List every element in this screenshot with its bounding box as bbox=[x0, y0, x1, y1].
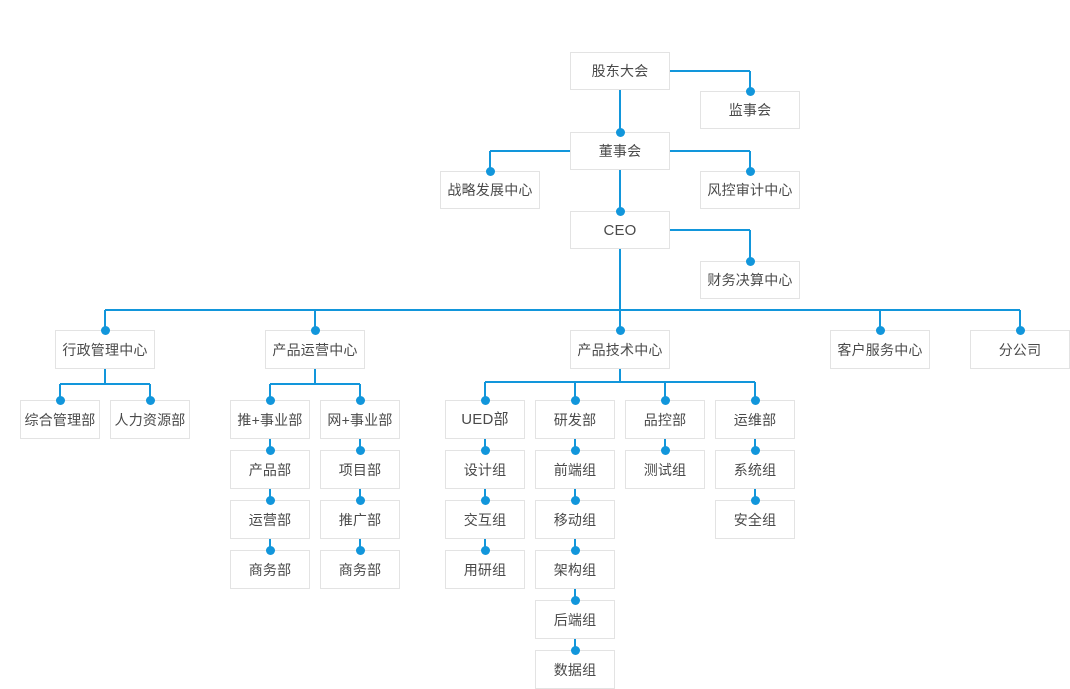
connector-dot bbox=[745, 86, 755, 96]
connector-dot bbox=[310, 325, 320, 335]
connector-dot bbox=[570, 595, 580, 605]
connector-dot bbox=[570, 495, 580, 505]
connector-dot bbox=[145, 395, 155, 405]
connector-dot bbox=[480, 445, 490, 455]
org-node-n37[interactable]: 安全组 bbox=[715, 500, 795, 539]
org-node-n19[interactable]: 网+事业部 bbox=[320, 400, 400, 439]
org-node-n33[interactable]: 品控部 bbox=[625, 400, 705, 439]
connector-dot bbox=[480, 545, 490, 555]
connector-dot bbox=[355, 445, 365, 455]
org-node-n22[interactable]: 商务部 bbox=[320, 550, 400, 589]
connector-dot bbox=[265, 545, 275, 555]
org-node-n36[interactable]: 系统组 bbox=[715, 450, 795, 489]
org-node-n32[interactable]: 数据组 bbox=[535, 650, 615, 689]
org-node-n30[interactable]: 架构组 bbox=[535, 550, 615, 589]
org-node-n16[interactable]: 产品部 bbox=[230, 450, 310, 489]
org-node-n31[interactable]: 后端组 bbox=[535, 600, 615, 639]
org-node-n28[interactable]: 前端组 bbox=[535, 450, 615, 489]
connector-dot bbox=[1015, 325, 1025, 335]
org-node-n25[interactable]: 交互组 bbox=[445, 500, 525, 539]
connector-dot bbox=[660, 395, 670, 405]
connector-dot bbox=[55, 395, 65, 405]
connector-dot bbox=[480, 395, 490, 405]
org-node-n20[interactable]: 项目部 bbox=[320, 450, 400, 489]
connector-dot bbox=[570, 645, 580, 655]
connector-dot bbox=[745, 166, 755, 176]
org-node-n10[interactable]: 产品技术中心 bbox=[570, 330, 670, 369]
org-node-n4[interactable]: 战略发展中心 bbox=[440, 171, 540, 209]
org-node-n12[interactable]: 分公司 bbox=[970, 330, 1070, 369]
connector-dot bbox=[265, 495, 275, 505]
connector-dot bbox=[615, 206, 625, 216]
org-node-n6[interactable]: CEO bbox=[570, 211, 670, 249]
org-node-n24[interactable]: 设计组 bbox=[445, 450, 525, 489]
org-node-n3[interactable]: 董事会 bbox=[570, 132, 670, 170]
org-node-n35[interactable]: 运维部 bbox=[715, 400, 795, 439]
connector-dot bbox=[660, 445, 670, 455]
org-node-n26[interactable]: 用研组 bbox=[445, 550, 525, 589]
connector-dot bbox=[265, 445, 275, 455]
connector-dot bbox=[615, 325, 625, 335]
org-node-n9[interactable]: 产品运营中心 bbox=[265, 330, 365, 369]
org-node-n13[interactable]: 综合管理部 bbox=[20, 400, 100, 439]
connector-dot bbox=[570, 395, 580, 405]
org-node-n15[interactable]: 推+事业部 bbox=[230, 400, 310, 439]
connector-dot bbox=[875, 325, 885, 335]
connector-dot bbox=[570, 445, 580, 455]
connector-dot bbox=[745, 256, 755, 266]
org-node-n34[interactable]: 测试组 bbox=[625, 450, 705, 489]
org-node-n2[interactable]: 监事会 bbox=[700, 91, 800, 129]
org-node-n14[interactable]: 人力资源部 bbox=[110, 400, 190, 439]
connector-dot bbox=[480, 495, 490, 505]
connector-dot bbox=[750, 395, 760, 405]
connector-dot bbox=[750, 495, 760, 505]
connector-dot bbox=[100, 325, 110, 335]
org-node-n1[interactable]: 股东大会 bbox=[570, 52, 670, 90]
org-node-n17[interactable]: 运营部 bbox=[230, 500, 310, 539]
org-node-n7[interactable]: 财务决算中心 bbox=[700, 261, 800, 299]
org-node-n11[interactable]: 客户服务中心 bbox=[830, 330, 930, 369]
org-node-n27[interactable]: 研发部 bbox=[535, 400, 615, 439]
connector-dot bbox=[485, 166, 495, 176]
org-node-n21[interactable]: 推广部 bbox=[320, 500, 400, 539]
org-node-n18[interactable]: 商务部 bbox=[230, 550, 310, 589]
connector-dot bbox=[570, 545, 580, 555]
connector-dot bbox=[265, 395, 275, 405]
org-node-n5[interactable]: 风控审计中心 bbox=[700, 171, 800, 209]
connector-dot bbox=[615, 127, 625, 137]
org-node-n8[interactable]: 行政管理中心 bbox=[55, 330, 155, 369]
connector-dot bbox=[355, 545, 365, 555]
org-node-n29[interactable]: 移动组 bbox=[535, 500, 615, 539]
org-node-n23[interactable]: UED部 bbox=[445, 400, 525, 439]
connector-dot bbox=[750, 445, 760, 455]
connector-dot bbox=[355, 495, 365, 505]
connector-dot bbox=[355, 395, 365, 405]
